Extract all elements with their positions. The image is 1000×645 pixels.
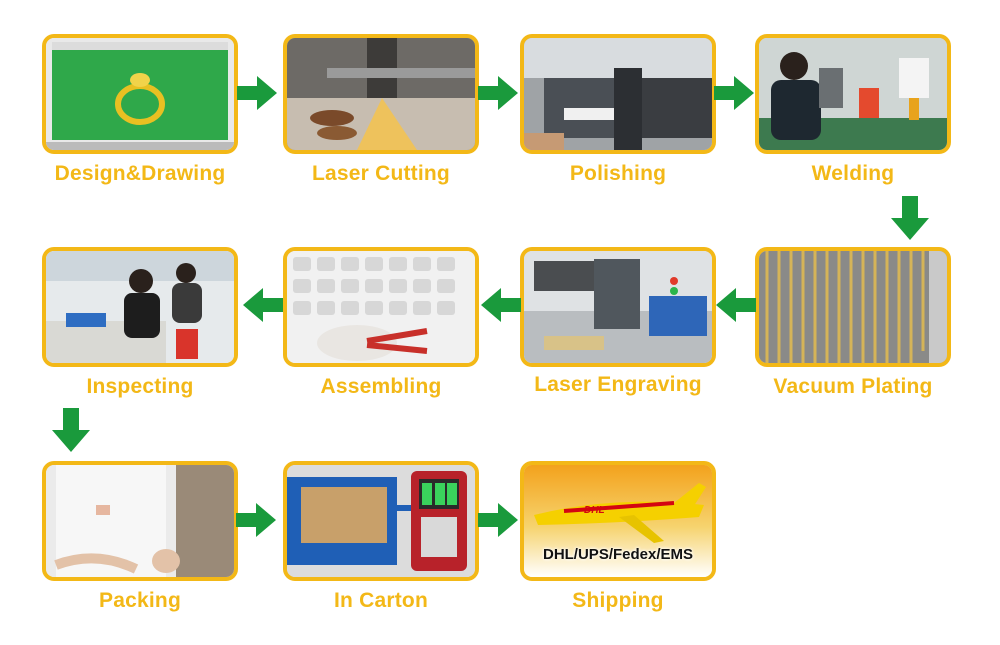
step-vacuum-plating: Vacuum Plating (755, 247, 951, 398)
photo-cad-ring-design (42, 34, 238, 154)
arrow-right-icon (478, 503, 518, 537)
photo-polishing-machine (520, 34, 716, 154)
step-shipping: DHL DHL/UPS/Fedex/EMS Shipping (520, 461, 716, 612)
step-label: Shipping (572, 589, 664, 612)
carrier-list: DHL/UPS/Fedex/EMS (542, 546, 694, 563)
step-label: Assembling (320, 375, 442, 398)
photo-dhl-cargo-airplane: DHL DHL/UPS/Fedex/EMS (520, 461, 716, 581)
step-laser-engraving: Laser Engraving (520, 247, 716, 396)
arrow-down-icon (52, 408, 90, 452)
step-polishing: Polishing (520, 34, 716, 185)
step-welding: Welding (755, 34, 951, 185)
step-assembling: Assembling (283, 247, 479, 398)
photo-laser-engraving-machine (520, 247, 716, 367)
arrow-left-icon (481, 288, 521, 322)
arrow-right-icon (237, 76, 277, 110)
step-label: Laser Engraving (534, 373, 702, 396)
step-packing: Packing (42, 461, 238, 612)
arrow-right-icon (714, 76, 754, 110)
step-label: Packing (99, 589, 181, 612)
svg-text:DHL: DHL (584, 505, 605, 516)
arrow-down-icon (891, 196, 929, 240)
step-laser-cutting: Laser Cutting (283, 34, 479, 185)
step-in-carton: In Carton (283, 461, 479, 612)
arrow-right-icon (478, 76, 518, 110)
photo-laser-cutting-machine (283, 34, 479, 154)
step-label: In Carton (334, 589, 428, 612)
step-label: Laser Cutting (312, 162, 450, 185)
photo-plated-chains (755, 247, 951, 367)
step-label: Inspecting (86, 375, 194, 398)
photo-products-in-bags (42, 461, 238, 581)
arrow-left-icon (716, 288, 756, 322)
step-label: Vacuum Plating (773, 375, 933, 398)
step-label: Welding (811, 162, 895, 185)
photo-workers-inspecting (42, 247, 238, 367)
step-design-drawing: Design&Drawing (42, 34, 238, 185)
photo-carton-on-scale (283, 461, 479, 581)
step-inspecting: Inspecting (42, 247, 238, 398)
arrow-left-icon (243, 288, 283, 322)
photo-assembling-parts (283, 247, 479, 367)
photo-worker-welding (755, 34, 951, 154)
step-label: Polishing (569, 162, 667, 185)
step-label: Design&Drawing (54, 162, 226, 185)
arrow-right-icon (236, 503, 276, 537)
